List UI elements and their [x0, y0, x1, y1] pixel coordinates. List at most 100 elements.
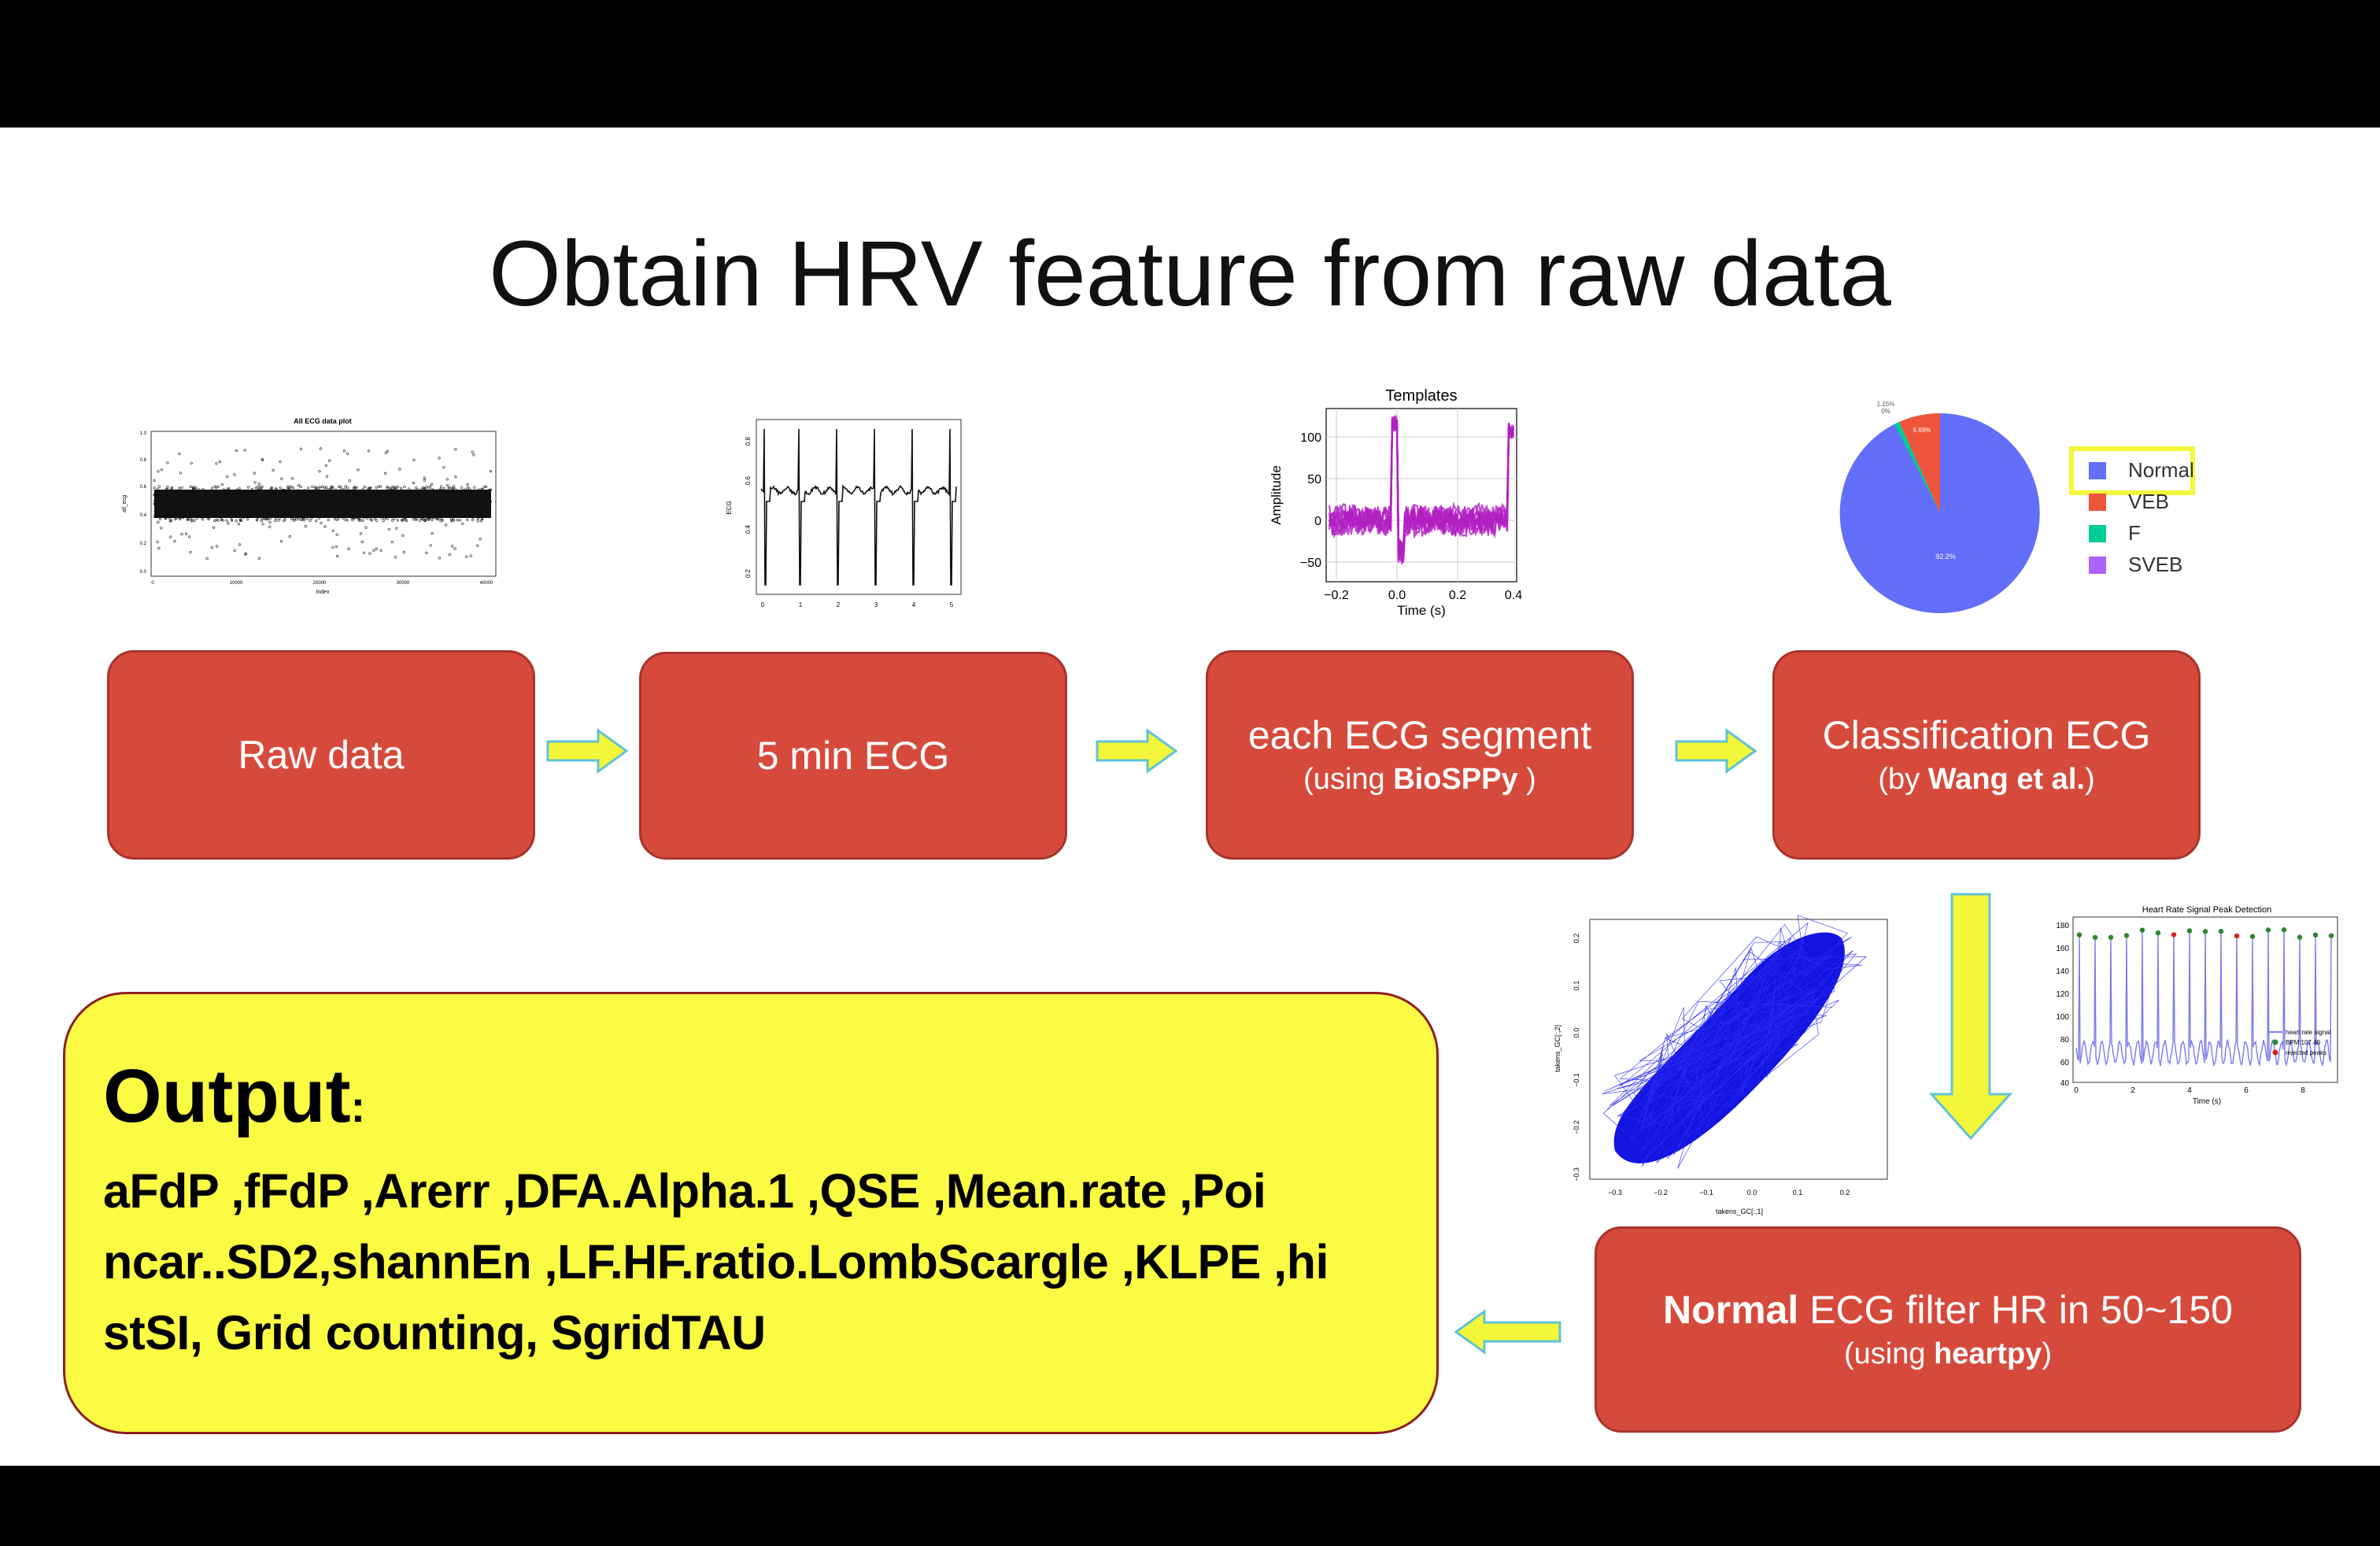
- legend-swatch-veb: [2089, 494, 2106, 511]
- output-heading: Output:: [103, 1054, 366, 1138]
- arrow-left-icon: [1454, 1309, 1561, 1355]
- hr-peak-plot: Heart Rate Signal Peak Detection heart r…: [2056, 905, 2338, 1106]
- takens-xtick: 0.0: [1747, 1189, 1757, 1196]
- ecg-plot-xtick: 1: [799, 601, 803, 608]
- slide-title: Obtain HRV feature from raw data: [489, 222, 1891, 326]
- hr-plot-legend: heart rate signal BPM:107.40 rejected pe…: [2268, 1029, 2331, 1056]
- pie-slice-normal: [1839, 413, 2040, 613]
- arrow-right-icon: [546, 728, 629, 774]
- output-line: aFdP ,fFdP ,Arerr ,DFA.Alpha.1 ,QSE ,Mea…: [103, 1164, 1266, 1218]
- takens-xtick: 0.2: [1840, 1189, 1850, 1196]
- takens-xtick: 0.1: [1793, 1189, 1803, 1196]
- step-ecg-segment-label: each ECG segment: [1247, 713, 1592, 757]
- raw-plot-xtick: 20000: [313, 581, 327, 586]
- ecg-plot-xtick: 2: [837, 601, 841, 608]
- raw-plot-xtick: 30000: [397, 581, 410, 586]
- step-normal-filter-sub: (using heartpy): [1844, 1337, 2052, 1370]
- takens-ylabel: takens_GC[:,2]: [1554, 1025, 1561, 1072]
- pie-label-f: 1.15%: [1877, 401, 1895, 408]
- raw-plot-xtick: 40000: [480, 581, 493, 586]
- templates-ytick: 0: [1314, 515, 1321, 528]
- templates-waveforms: [1328, 414, 1515, 564]
- classification-pie-chart: 92.2% 6.69% 1.15% 0% Normal VEB F SVEB: [1839, 401, 2195, 613]
- raw-plot-ytick: 0.0: [140, 570, 147, 575]
- takens-ytick: 0.0: [1572, 1028, 1580, 1038]
- hr-legend-bpm: BPM:107.40: [2286, 1039, 2321, 1046]
- ecg-plot-xtick: 0: [761, 601, 765, 608]
- pie-slice-veb: [1899, 412, 1940, 513]
- step-classification-label: Classification ECG: [1822, 713, 2151, 757]
- raw-plot-xtick: 10000: [230, 581, 243, 586]
- templates-ylabel: Amplitude: [1269, 465, 1284, 525]
- legend-label-veb: VEB: [2128, 490, 2169, 513]
- templates-xtick: 0.0: [1388, 589, 1406, 602]
- step-classification: Classification ECG (by Wang et al.): [1772, 650, 2201, 860]
- templates-xtick: 0.2: [1449, 589, 1466, 602]
- hr-ytick: 60: [2060, 1059, 2070, 1067]
- legend-label-normal: Normal: [2128, 458, 2194, 482]
- raw-plot-ytick: 0.4: [140, 513, 147, 518]
- raw-plot-ylabel: all_ecg: [122, 495, 128, 512]
- hr-plot-title: Heart Rate Signal Peak Detection: [2142, 905, 2271, 915]
- step-classification-sub: (by Wang et al.): [1878, 763, 2095, 796]
- ecg-plot-xtick: 4: [912, 601, 916, 608]
- hr-xtick: 0: [2074, 1086, 2079, 1095]
- pie-label-normal: 92.2%: [1935, 553, 1956, 560]
- pie-label-veb: 6.69%: [1913, 427, 1931, 434]
- step-raw-data-label: Raw data: [238, 733, 405, 777]
- hr-ytick: 40: [2060, 1079, 2070, 1088]
- hr-ytick: 80: [2060, 1036, 2070, 1045]
- step-normal-filter: Normal ECG filter HR in 50~150 (using he…: [1595, 1226, 2301, 1433]
- ecg-plot-ytick: 0.6: [745, 475, 752, 485]
- takens-ytick: −0.1: [1572, 1073, 1580, 1087]
- ecg-plot-ytick: 0.2: [745, 568, 752, 578]
- raw-plot-xlabel: Index: [316, 590, 330, 595]
- step-ecg-segment: each ECG segment (using BioSPPy ): [1206, 650, 1634, 860]
- ecg-plot-xtick: 5: [950, 601, 954, 608]
- templates-title: Templates: [1385, 387, 1457, 405]
- takens-scatter-plot: 0.2 0.1 0.0 −0.1 −0.2 −0.3 takens_GC[:,2…: [1554, 915, 1888, 1215]
- takens-ytick: −0.2: [1572, 1120, 1580, 1134]
- step-5min-ecg: 5 min ECG: [639, 652, 1067, 860]
- legend-label-sveb: SVEB: [2128, 553, 2182, 576]
- legend-label-f: F: [2128, 521, 2141, 545]
- ecg-plot-xtick: 3: [874, 601, 878, 608]
- hr-ytick: 160: [2056, 945, 2069, 953]
- hr-legend-rejected: rejected peaks: [2286, 1049, 2326, 1056]
- takens-xtick: −0.3: [1608, 1189, 1622, 1196]
- takens-ytick: 0.2: [1572, 934, 1580, 944]
- templates-plot: Templates 100 50 0 −50 −0.2 0.0 0.2 0.4 …: [1269, 387, 1522, 618]
- raw-plot-title: All ECG data plot: [294, 417, 352, 425]
- arrow-right-icon: [1675, 728, 1757, 774]
- raw-data-points: [153, 447, 493, 560]
- hr-xlabel: Time (s): [2193, 1097, 2221, 1106]
- templates-xtick: −0.2: [1324, 589, 1349, 602]
- templates-xlabel: Time (s): [1397, 603, 1446, 618]
- ecg-plot-ylabel: ECG: [726, 501, 733, 514]
- legend-swatch-sveb: [2089, 557, 2106, 574]
- ecg-trace-line: [760, 428, 957, 586]
- raw-plot-xtick: 0: [151, 581, 154, 586]
- output-feature-list: aFdP ,fFdP ,Arerr ,DFA.Alpha.1 ,QSE ,Mea…: [103, 1156, 1397, 1368]
- hr-xtick: 4: [2187, 1086, 2192, 1095]
- templates-ytick: 100: [1300, 431, 1321, 445]
- legend-swatch-f: [2089, 525, 2106, 542]
- takens-xtick: −0.2: [1654, 1189, 1668, 1196]
- raw-plot-ytick: 0.8: [140, 458, 147, 463]
- takens-xlabel: takens_GC[:,1]: [1716, 1208, 1763, 1215]
- hr-ytick: 140: [2056, 967, 2069, 976]
- takens-ytick: −0.3: [1572, 1167, 1580, 1182]
- takens-scatter-cloud: [1602, 915, 1867, 1169]
- hr-ytick: 180: [2056, 922, 2069, 930]
- output-line: ncar..SD2,shannEn ,LF.HF.ratio.LombScarg…: [103, 1235, 1329, 1289]
- output-box: Output: aFdP ,fFdP ,Arerr ,DFA.Alpha.1 ,…: [63, 992, 1439, 1434]
- step-ecg-segment-sub: (using BioSPPy ): [1303, 763, 1536, 796]
- raw-plot-ytick: 0.2: [140, 542, 147, 546]
- hr-legend-signal: heart rate signal: [2286, 1029, 2331, 1036]
- pie-label-sveb: 0%: [1881, 408, 1890, 415]
- takens-ytick: 0.1: [1572, 981, 1580, 991]
- ecg-plot-ytick: 0.8: [745, 436, 752, 446]
- hr-ytick: 100: [2056, 1013, 2069, 1022]
- slide: Obtain HRV feature from raw data All ECG…: [0, 128, 2380, 1466]
- legend-highlight: [2069, 446, 2195, 495]
